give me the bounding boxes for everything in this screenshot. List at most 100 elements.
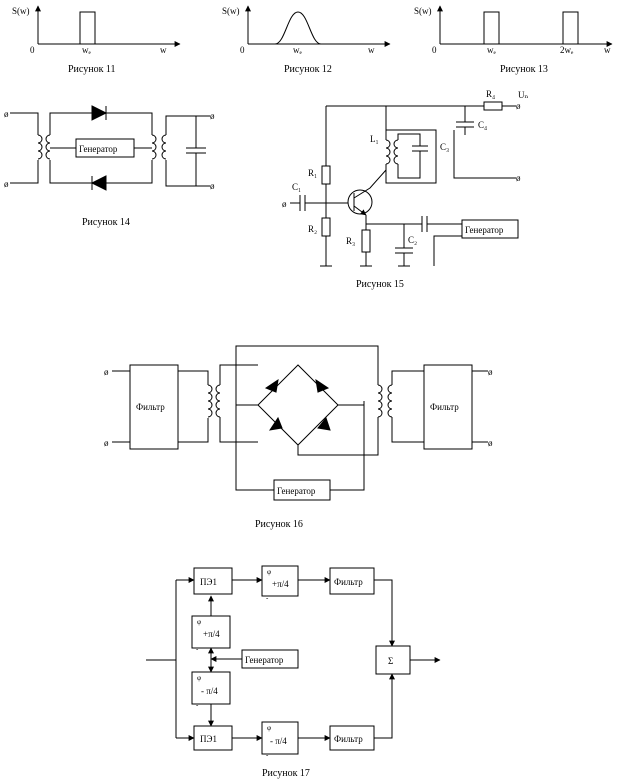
origin-label: 0 <box>30 45 35 55</box>
y-axis-label: S(w) <box>222 6 240 16</box>
spectrum-rect-1 <box>483 11 500 45</box>
phase-value: +π/4 <box>203 629 220 639</box>
terminal-out-bottom: ø <box>210 181 215 191</box>
wire <box>397 133 421 179</box>
transformer-coil <box>215 384 221 418</box>
generator-label: Генератор <box>277 486 316 496</box>
caption: Рисунок 12 <box>284 64 332 75</box>
filter-left-label: Фильтр <box>136 402 165 412</box>
label-R4: R₄ <box>486 89 495 99</box>
pe1-bottom-box <box>193 725 233 751</box>
wire-top-loop <box>235 345 379 401</box>
terminal-out-top: ø <box>210 111 215 121</box>
arrow <box>374 579 395 647</box>
wire <box>88 160 153 184</box>
dash: - <box>196 645 199 653</box>
inductor-coupled <box>393 139 399 165</box>
figure-12: S(w) 0 wₑ w Рисунок 12 <box>222 5 391 75</box>
wire <box>49 112 88 135</box>
pe1-bottom-label: ПЭ1 <box>200 734 217 744</box>
wire <box>88 112 153 135</box>
phase-left-bottom-box <box>191 671 231 705</box>
origin-label: 0 <box>240 45 245 55</box>
terminal-in-top: ø <box>104 367 109 377</box>
tick-label-1: wₑ <box>487 45 496 55</box>
wire <box>453 130 516 179</box>
transformer-coil <box>45 134 51 160</box>
resistor-R3 <box>361 229 371 253</box>
ground <box>320 236 332 267</box>
caption: Рисунок 14 <box>82 217 130 228</box>
filter-bottom-label: Фильтр <box>334 734 363 744</box>
phi-symbol: φ <box>267 568 271 576</box>
transformer-coil <box>207 384 213 418</box>
dash: - <box>196 701 199 709</box>
wire <box>219 364 258 443</box>
figure-16: ø ø Фильтр Генератор Фильтр ø ø Рисунок … <box>104 345 493 530</box>
generator-label: Генератор <box>465 225 504 235</box>
phase-top-right-box <box>261 565 299 597</box>
figure-15: ø R₄ Uₙ C₄ L₁ C₃ ø R₁ R₂ ø C₁ <box>282 89 528 290</box>
resistor-R2 <box>321 217 331 237</box>
figure-13: S(w) 0 wₑ 2wₑ w Рисунок 13 <box>414 5 613 75</box>
filter-top-label: Фильтр <box>334 577 363 587</box>
wire <box>49 160 88 184</box>
caption: Рисунок 17 <box>262 768 310 779</box>
tick-label-2: 2wₑ <box>560 45 574 55</box>
wire-gen-right <box>330 401 365 491</box>
filter-top-box <box>329 567 375 595</box>
sum-box <box>375 645 411 675</box>
label-R3: R₃ <box>346 236 355 246</box>
resistor-R1 <box>321 165 331 185</box>
diode-bottom <box>90 175 107 191</box>
phase-value: - π/4 <box>201 686 218 696</box>
ground <box>398 253 410 267</box>
pe1-top-box <box>193 567 233 595</box>
x-axis-label: w <box>160 45 167 55</box>
caption: Рисунок 15 <box>356 279 404 290</box>
pe1-top-label: ПЭ1 <box>200 577 217 587</box>
filter-right-box <box>423 364 473 450</box>
wire <box>178 370 209 443</box>
dash: - <box>266 594 269 602</box>
terminal-in-top: ø <box>4 109 9 119</box>
filter-right-label: Фильтр <box>430 402 459 412</box>
label-C4: C₄ <box>478 120 487 130</box>
diode-top <box>91 105 108 121</box>
filter-left-box <box>129 364 179 450</box>
transformer-coil <box>161 134 167 160</box>
filter-bottom-box <box>329 725 375 751</box>
wire <box>10 112 39 135</box>
caption: Рисунок 13 <box>500 64 548 75</box>
phi-symbol: φ <box>197 618 201 626</box>
label-R2: R₂ <box>308 224 317 234</box>
caption: Рисунок 11 <box>68 64 116 75</box>
y-axis-label: S(w) <box>12 6 30 16</box>
terminal: ø <box>516 173 521 183</box>
transformer-coil <box>387 384 393 418</box>
label-C2: C₂ <box>408 235 417 245</box>
wire <box>165 115 197 187</box>
phase-bottom-right-box <box>261 721 299 755</box>
sum-label: Σ <box>388 656 393 666</box>
generator-label: Генератор <box>79 144 118 154</box>
figure-14: ø ø Генератор ø ø Рисунок 14 <box>4 105 215 228</box>
terminal-in-bottom: ø <box>104 438 109 448</box>
label-C1: C₁ <box>292 182 301 192</box>
x-axis-label: w <box>368 45 375 55</box>
spectrum-rect <box>79 11 96 45</box>
wire <box>112 370 130 443</box>
terminal-out-top: ø <box>488 367 493 377</box>
tick-label: wₑ <box>293 45 302 55</box>
terminal-out-bottom: ø <box>488 438 493 448</box>
terminal: ø <box>282 199 287 209</box>
diode <box>315 378 330 393</box>
transformer-coil <box>377 384 383 418</box>
wire <box>10 160 39 184</box>
figure-17: ПЭ1 φ +π/4 - Фильтр φ +π/4 - Генератор φ… <box>146 565 441 779</box>
wire <box>196 115 210 187</box>
phi-symbol: φ <box>197 674 201 682</box>
terminal-in-bottom: ø <box>4 179 9 189</box>
label-R1: R₁ <box>308 168 317 178</box>
